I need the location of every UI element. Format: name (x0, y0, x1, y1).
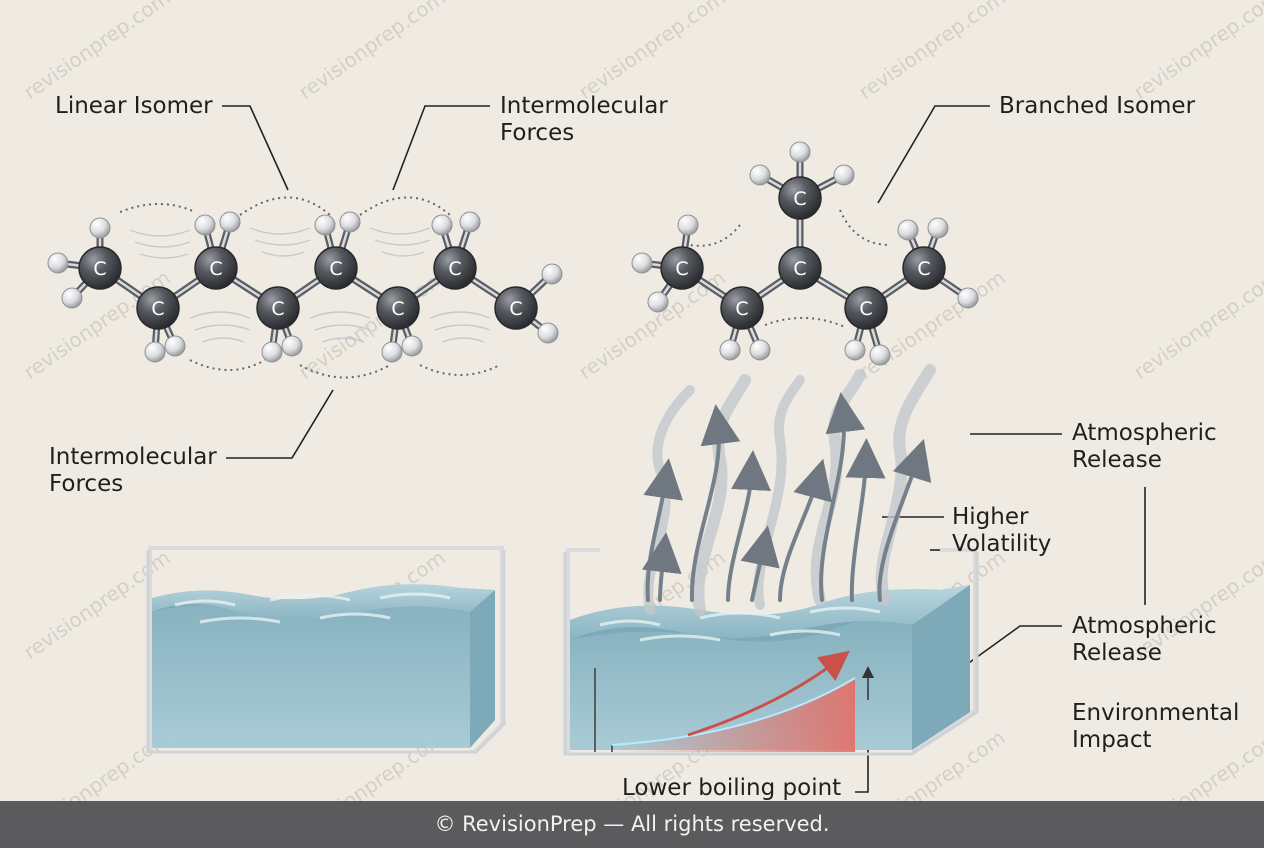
hydrogen-atom (537, 322, 559, 344)
copyright-text: © RevisionPrep — All rights reserved. (434, 812, 830, 836)
hydrogen-atom (61, 287, 83, 309)
watermark-text: revisionprep.com (19, 0, 174, 104)
carbon-atom: C (194, 246, 238, 290)
hydrogen-atom (927, 217, 949, 239)
hydrogen-atom (719, 339, 741, 361)
carbon-symbol: C (151, 298, 164, 320)
carbon-symbol: C (735, 298, 748, 320)
hydrogen-atom (459, 211, 481, 233)
hydrogen-atom (339, 211, 361, 233)
hydrogen-atom (957, 287, 979, 309)
carbon-atom: C (376, 286, 420, 330)
atmospheric-release-label-top: Atmospheric Release (1072, 420, 1217, 473)
carbon-atom: C (494, 286, 538, 330)
hydrogen-atom (541, 263, 563, 285)
carbon-symbol: C (793, 188, 806, 210)
linear-isomer-water-container (146, 546, 506, 755)
carbon-atom: C (136, 286, 180, 330)
hydrogen-atom (789, 141, 811, 163)
linear-isomer-molecule: C C C C C C C C (47, 211, 563, 363)
intermolecular-force-ripples (129, 227, 491, 343)
hydrogen-atom (749, 164, 771, 186)
watermark-text: revisionprep.com (574, 0, 729, 104)
hydrogen-atom (647, 291, 669, 313)
higher-volatility-label: Higher Volatility (952, 504, 1052, 557)
watermark-text: revisionprep.com (1129, 0, 1264, 104)
carbon-symbol: C (448, 258, 461, 280)
watermark-text: revisionprep.com (854, 0, 1009, 104)
hydrogen-atom (89, 217, 111, 239)
intermolecular-forces-label-bottom: Intermolecular Forces (49, 444, 217, 497)
hydrogen-atom (47, 252, 69, 274)
carbon-atom: C (78, 246, 122, 290)
hydrogen-atom (869, 344, 891, 366)
carbon-atom: C (902, 246, 946, 290)
hydrogen-atom (261, 341, 283, 363)
carbon-symbol: C (271, 298, 284, 320)
hydrogen-atom (677, 214, 699, 236)
boiling-point-gradient (612, 678, 855, 752)
branched-isomer-molecule: C C C C C C (631, 141, 979, 366)
watermark-text: revisionprep.com (1129, 265, 1264, 384)
hydrogen-atom (631, 252, 653, 274)
hydrogen-atom (194, 214, 216, 236)
intermolecular-dotted-arcs (119, 196, 891, 379)
hydrogen-atom (314, 214, 336, 236)
carbon-symbol: C (509, 298, 522, 320)
carbon-symbol: C (675, 258, 688, 280)
hydrogen-atom (164, 335, 186, 357)
carbon-atom: C (314, 246, 358, 290)
watermark-text: revisionprep.com (294, 0, 449, 104)
carbon-symbol: C (329, 258, 342, 280)
lower-boiling-point-label: Lower boiling point (622, 775, 842, 801)
hydrogen-atom (401, 335, 423, 357)
branched-isomer-water-container (563, 548, 979, 756)
carbon-symbol: C (391, 298, 404, 320)
hydrogen-atom (144, 341, 166, 363)
hydrogen-atom (844, 339, 866, 361)
carbon-atom: C (256, 286, 300, 330)
hydrogen-atom (897, 219, 919, 241)
carbon-atom: C (778, 176, 822, 220)
carbon-atom: C (720, 286, 764, 330)
carbon-atom: C (660, 246, 704, 290)
atmospheric-release-label-bottom: Atmospheric Release (1072, 613, 1217, 666)
carbon-symbol: C (859, 298, 872, 320)
hydrogen-atom (381, 341, 403, 363)
carbon-atom: C (778, 246, 822, 290)
linear-isomer-label: Linear Isomer (55, 93, 213, 119)
intermolecular-forces-label-top: Intermolecular Forces (500, 93, 668, 146)
evaporation-arrows (641, 392, 932, 602)
hydrogen-atom (833, 164, 855, 186)
hydrogen-atom (219, 211, 241, 233)
carbon-symbol: C (917, 258, 930, 280)
carbon-atom: C (844, 286, 888, 330)
hydrogen-atom (281, 335, 303, 357)
carbon-symbol: C (209, 258, 222, 280)
carbon-atom: C (433, 246, 477, 290)
copyright-footer: © RevisionPrep — All rights reserved. (0, 801, 1264, 848)
branched-isomer-label: Branched Isomer (999, 93, 1196, 119)
hydrogen-atom (749, 339, 771, 361)
carbon-symbol: C (93, 258, 106, 280)
hydrogen-atom (431, 214, 453, 236)
environmental-impact-label: Environmental Impact (1072, 700, 1240, 753)
carbon-symbol: C (793, 258, 806, 280)
temperature-rise-arrow (687, 650, 850, 737)
